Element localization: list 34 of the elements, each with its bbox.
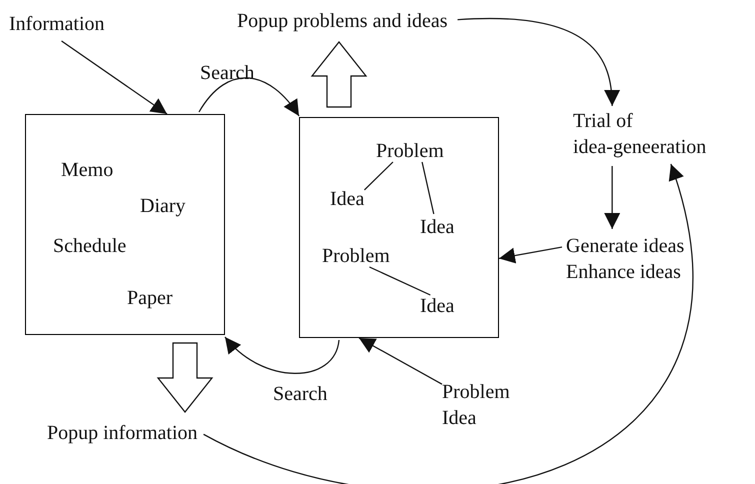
- connector-line: [369, 266, 431, 296]
- text-label: Enhance ideas: [566, 260, 681, 285]
- text-label: Paper: [127, 285, 173, 311]
- arrow: [358, 337, 442, 385]
- block-arrow: [310, 41, 368, 108]
- arrow: [458, 18, 620, 106]
- connector-line: [422, 162, 434, 214]
- edge-label: Search: [200, 61, 254, 86]
- text-label: Information: [9, 11, 105, 37]
- arrow: [61, 40, 168, 114]
- text-label: Popup information: [47, 420, 198, 446]
- arrow: [198, 77, 300, 116]
- arrow: [203, 164, 692, 484]
- text-label: Diary: [140, 193, 186, 219]
- text-label: Idea: [420, 214, 454, 240]
- text-label: Trial of idea-geneeration: [573, 108, 751, 160]
- text-label: Memo: [61, 157, 114, 183]
- text-label: Generate ideas: [566, 234, 684, 259]
- text-label: Problem: [376, 138, 444, 164]
- frame-box: [299, 117, 499, 338]
- arrow: [224, 336, 340, 374]
- text-label: Idea: [420, 293, 454, 319]
- connector-line: [364, 162, 394, 190]
- frame-box: [25, 114, 225, 335]
- text-label: Idea: [330, 186, 364, 212]
- text-label: Schedule: [53, 233, 126, 259]
- text-label: Popup problems and ideas: [237, 8, 448, 34]
- arrow: [498, 246, 562, 264]
- text-label: Problem: [442, 380, 510, 405]
- arrow: [604, 166, 620, 229]
- block-arrow: [156, 342, 214, 413]
- text-label: Idea: [442, 406, 476, 431]
- edge-label: Search: [273, 382, 328, 407]
- text-label: Problem: [322, 243, 390, 269]
